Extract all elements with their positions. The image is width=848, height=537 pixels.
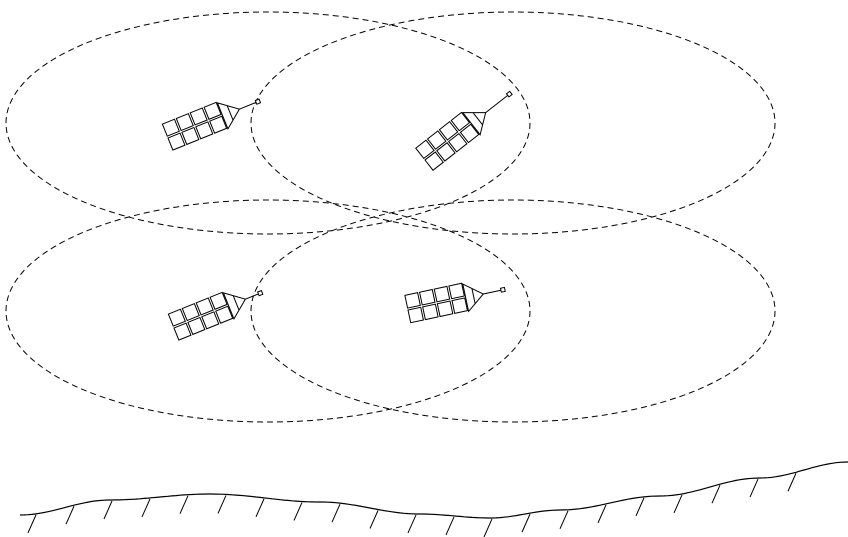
ground-hatch	[521, 513, 531, 533]
vessel-module	[436, 142, 456, 162]
ground-hatch	[141, 498, 151, 518]
vessel-bow-divider	[472, 112, 483, 126]
vessel-module	[459, 123, 480, 144]
vessel-bow	[462, 283, 485, 313]
ground-hatch	[787, 473, 797, 492]
ground-hatch	[711, 485, 721, 504]
vessel-module	[426, 130, 447, 150]
vessel-module	[195, 297, 214, 316]
vessel-module	[209, 291, 228, 310]
ground-hatch	[597, 504, 607, 524]
vessel-transmitter	[499, 286, 506, 293]
ground-hatch	[407, 514, 417, 534]
vessel-transmitter	[256, 289, 264, 297]
vessel-module	[203, 101, 222, 120]
vessel-module	[187, 316, 206, 336]
vessel-bow-divider	[471, 288, 476, 304]
vessel-module	[424, 151, 444, 171]
ground-hatch	[445, 516, 455, 536]
vessel-bow-divider	[232, 295, 240, 311]
vessel-antenna	[485, 94, 509, 113]
vessel-module	[181, 302, 200, 322]
zone-2-ellipse	[250, 11, 776, 235]
ground-hatch	[293, 502, 303, 521]
ground-hatch	[559, 510, 569, 529]
ground-hatch	[483, 518, 493, 537]
ground-hatch	[331, 503, 341, 523]
vessel-bow-divider	[226, 105, 234, 121]
vessel-module	[450, 111, 471, 132]
vessel-module	[433, 285, 451, 303]
vessel-antenna	[483, 289, 502, 295]
vessel-module	[167, 308, 186, 327]
vessel-module	[436, 300, 454, 318]
ground-hatch	[217, 495, 227, 514]
ground-hatch	[749, 478, 759, 498]
vessel-module	[447, 132, 468, 153]
vessel-antenna	[239, 101, 257, 110]
vessel-module	[451, 297, 469, 314]
ground-hatch	[255, 498, 265, 518]
vessel-module	[161, 118, 180, 137]
vessel-module	[418, 288, 436, 306]
ground-hatch	[179, 495, 189, 514]
zone-4-ellipse	[250, 199, 776, 423]
vessel-module	[404, 292, 421, 309]
vessel-module	[415, 139, 435, 160]
vessel-bow	[461, 112, 487, 136]
vessel-module	[201, 311, 220, 330]
vessel-module	[181, 126, 200, 146]
vessel-module	[189, 107, 208, 126]
vessel-module	[448, 282, 465, 300]
ground-terrain	[19, 461, 848, 537]
ground-hatch	[65, 505, 75, 525]
vessel-module	[215, 305, 234, 324]
vessel-2	[415, 90, 513, 171]
vessel-module	[175, 112, 194, 132]
ground-hatch	[635, 497, 645, 517]
vessel-transmitter	[254, 98, 262, 105]
vessel-transmitter	[505, 90, 513, 98]
vessel-module	[209, 115, 228, 134]
ground-hatch	[369, 510, 379, 529]
vessels	[161, 90, 513, 341]
vessel-bow	[222, 292, 247, 321]
vessel-antenna	[245, 293, 259, 300]
ground-hatch	[103, 500, 113, 520]
ground-hatch	[27, 514, 37, 534]
vessel-module	[422, 303, 439, 321]
vessel-bow	[216, 102, 241, 131]
vessel-module	[167, 132, 186, 151]
vessel-module	[173, 322, 192, 341]
vessel-module	[195, 121, 214, 140]
zone-1-ellipse	[5, 11, 531, 235]
vessel-1	[161, 98, 262, 151]
zone-3-ellipse	[5, 199, 531, 423]
vessel-module	[438, 121, 459, 141]
vessel-3	[167, 289, 264, 341]
vessel-4	[404, 282, 506, 324]
ground-hatch	[673, 494, 683, 514]
coverage-zones	[5, 11, 776, 423]
ground-line	[19, 461, 848, 519]
vessel-module	[407, 306, 425, 324]
